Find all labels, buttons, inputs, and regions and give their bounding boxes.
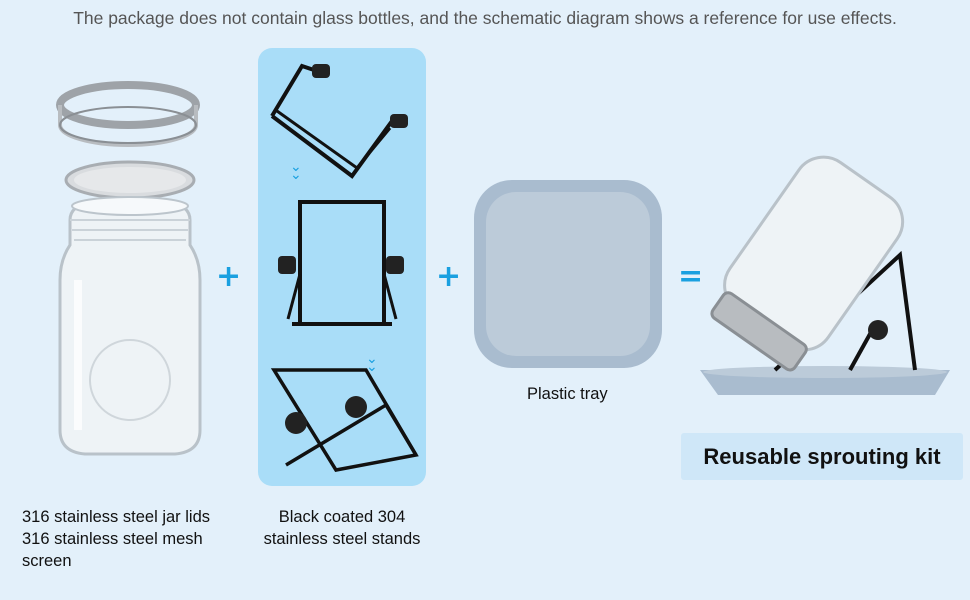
plastic-tray-illustration <box>474 180 662 368</box>
disclaimer-text: The package does not contain glass bottl… <box>73 8 897 28</box>
upright-stand-illustration <box>278 200 404 326</box>
jar-caption-line-1: 316 stainless steel jar lids <box>22 508 211 526</box>
jar-caption: 316 stainless steel jar lids 316 stainle… <box>22 506 210 572</box>
lid-ring <box>56 81 200 129</box>
assembled-kit-illustration <box>700 155 950 395</box>
stands-caption: Black coated 304 stainless steel stands <box>254 506 430 550</box>
stands-caption-line-1: Black coated 304 <box>278 508 406 526</box>
plus-operator-2: + <box>436 259 462 294</box>
folded-stand-illustration <box>270 63 408 179</box>
jar-with-lid-illustration <box>56 81 202 456</box>
jar-caption-line-3: screen <box>22 552 72 570</box>
tray-caption: Plastic tray <box>527 385 608 403</box>
open-stand-illustration <box>270 368 419 472</box>
stands-caption-line-2: stainless steel stands <box>263 530 421 548</box>
kit-result-label: Reusable sprouting kit <box>681 433 963 480</box>
plus-operator-1: + <box>216 259 242 294</box>
jar-caption-line-2: 316 stainless steel mesh <box>22 530 203 548</box>
arrow-down-icon-1: ⌄⌄ <box>290 158 302 182</box>
arrow-down-icon-2: ⌄⌄ <box>366 350 378 374</box>
equals-operator: = <box>678 259 704 294</box>
